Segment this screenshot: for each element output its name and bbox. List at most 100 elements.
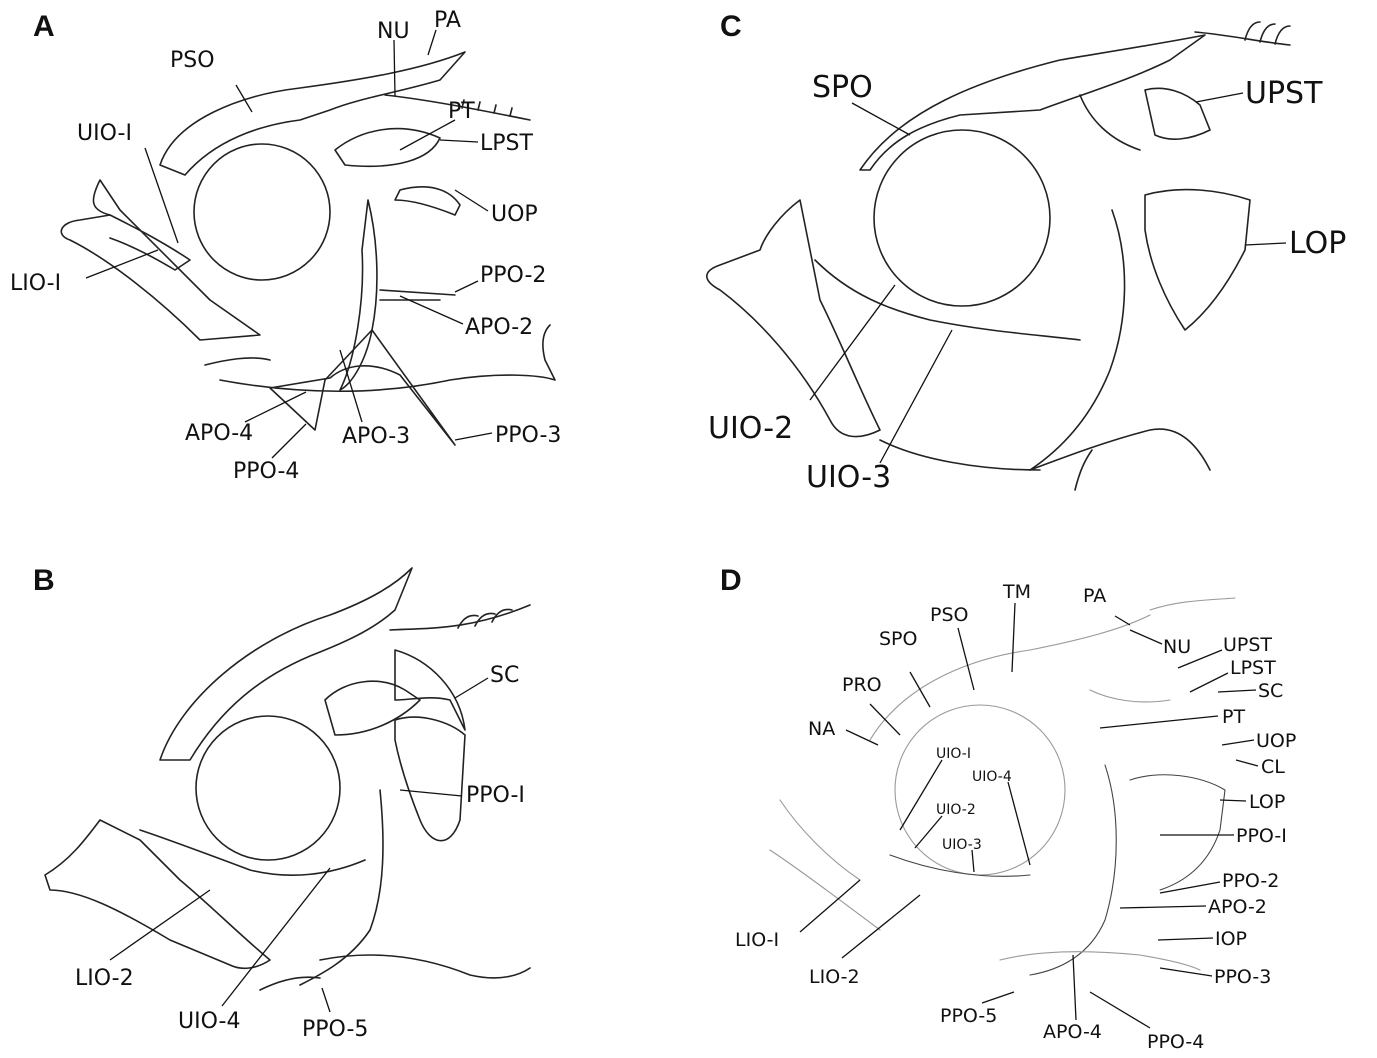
leader-spo — [910, 672, 930, 707]
leader-pt — [400, 120, 455, 150]
infraorbital-row — [815, 260, 1080, 340]
label-pso: PSO — [170, 48, 215, 73]
leader-uop — [1222, 740, 1254, 745]
preopercle-spine-2 — [380, 290, 455, 300]
lower-opercle — [1145, 190, 1250, 330]
label-lio2: LIO-2 — [809, 966, 860, 988]
label-ppo5: PPO-5 — [302, 1017, 368, 1042]
panel-b-letter: B — [33, 564, 55, 597]
panel-a-drawing — [61, 52, 555, 445]
skull-roof — [860, 35, 1205, 170]
label-pt: PT — [1222, 706, 1245, 728]
leader-uio2 — [915, 816, 942, 848]
leader-lio1 — [800, 880, 860, 932]
leader-sc — [455, 678, 488, 698]
label-apo4: APO-4 — [185, 421, 253, 446]
label-uio1: UIO-I — [936, 746, 971, 762]
leader-lop — [1245, 243, 1286, 245]
label-nu: NU — [1163, 636, 1191, 658]
infraorbital-row — [140, 830, 365, 875]
panel-d: D — [720, 564, 1296, 1053]
leader-ppo4 — [272, 424, 306, 458]
leader-iop — [1158, 938, 1213, 940]
opercle — [395, 717, 465, 841]
label-cl: CL — [1261, 756, 1285, 778]
leader-pa — [1115, 616, 1130, 625]
posttemporal-plate — [335, 129, 440, 167]
label-ppo4: PPO-4 — [233, 459, 299, 484]
leader-pt — [1100, 716, 1218, 728]
leader-lio2 — [110, 890, 210, 960]
infraorbital-row — [890, 855, 1030, 876]
label-lio1: LIO-I — [735, 929, 779, 951]
skull-detail — [1080, 95, 1140, 150]
snout — [45, 820, 270, 968]
panel-d-letter: D — [720, 564, 742, 597]
opercle — [395, 187, 460, 215]
label-apo4: APO-4 — [1043, 1021, 1102, 1043]
interopercle — [880, 440, 1040, 470]
panel-b: B SC PPO-I LIO-2 UIO-4 — [33, 564, 530, 1042]
leader-ppo2 — [1160, 882, 1220, 893]
interopercle — [1000, 952, 1200, 970]
skull-roof — [160, 568, 412, 760]
label-ppo5: PPO-5 — [940, 1005, 997, 1027]
label-uop: UOP — [1256, 730, 1296, 752]
panel-a-labels: PSO NU PA PT UIO-I LPST UOP LIO-I PPO-2 … — [10, 8, 561, 484]
label-pa: PA — [1083, 585, 1106, 607]
label-upst: UPST — [1245, 76, 1323, 111]
leader-na — [846, 730, 878, 745]
orbit — [194, 144, 330, 280]
label-sc: SC — [490, 663, 519, 688]
leader-ppo3 — [455, 433, 492, 440]
leader-spo — [852, 103, 910, 135]
label-ppo3: PPO-3 — [1214, 966, 1271, 988]
leader-upst — [1196, 93, 1243, 102]
label-uop: UOP — [491, 202, 538, 227]
label-uio4: UIO-4 — [972, 769, 1012, 785]
snout — [61, 180, 260, 340]
label-lop: LOP — [1289, 226, 1346, 261]
label-apo2: APO-2 — [465, 315, 533, 340]
label-pa: PA — [434, 8, 461, 33]
leader-uio4 — [1008, 782, 1030, 865]
leader-uio2 — [810, 285, 895, 400]
label-ppo3: PPO-3 — [495, 423, 561, 448]
preopercle-upper — [340, 200, 377, 390]
leader-lio1 — [86, 250, 158, 278]
label-lio2: LIO-2 — [75, 966, 134, 991]
label-nu: NU — [377, 19, 410, 44]
panel-a: A — [10, 8, 561, 484]
posttemporal — [1090, 690, 1170, 702]
leader-lio2 — [842, 895, 920, 958]
label-na: NA — [808, 718, 835, 740]
label-upst: UPST — [1223, 634, 1272, 656]
panel-b-drawing — [45, 568, 530, 990]
label-uio1: UIO-I — [77, 121, 132, 146]
orbit — [874, 130, 1050, 306]
dorsal-spinules — [1245, 22, 1290, 44]
leader-ppo5 — [322, 988, 330, 1012]
label-pro: PRO — [842, 674, 882, 696]
panel-a-leaders — [86, 30, 492, 458]
label-spo: SPO — [812, 70, 873, 105]
label-uio2: UIO-2 — [708, 411, 793, 446]
interopercle — [320, 955, 530, 978]
label-uio3: UIO-3 — [806, 460, 891, 495]
panel-a-letter: A — [33, 10, 55, 43]
label-lop: LOP — [1249, 791, 1285, 813]
label-uio2: UIO-2 — [936, 802, 976, 818]
label-spo: SPO — [879, 628, 917, 650]
dorsal-spinules — [458, 610, 512, 629]
label-lio1: LIO-I — [10, 271, 61, 296]
leader-lpst — [1190, 673, 1228, 692]
dorsal-spine — [1150, 598, 1235, 610]
leader-pa — [428, 30, 436, 55]
leader-lpst — [440, 140, 478, 142]
snout — [707, 200, 880, 437]
subopercle-spine — [1075, 450, 1092, 490]
label-uio4: UIO-4 — [178, 1009, 240, 1034]
leader-uio3 — [972, 850, 974, 872]
label-apo3: APO-3 — [342, 424, 410, 449]
